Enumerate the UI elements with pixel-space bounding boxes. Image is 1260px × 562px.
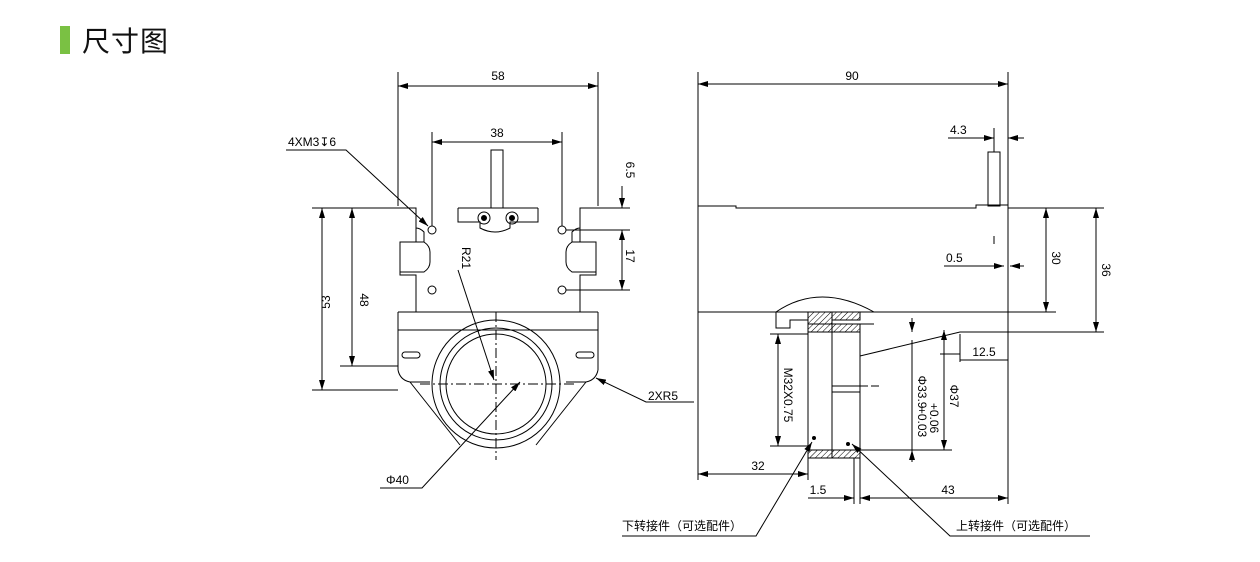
dim-32: 32 [751, 459, 765, 473]
dim-1-5: 1.5 [810, 483, 827, 497]
dim-6-5: 6.5 [623, 162, 637, 179]
dim-2xr5: 2XR5 [648, 389, 678, 403]
page-title: 尺寸图 [82, 25, 170, 58]
dim-tol-upper: +0.06 [927, 403, 941, 434]
dim-38: 38 [490, 126, 504, 140]
dim-48: 48 [357, 293, 371, 307]
front-body-outline [397, 149, 599, 460]
side-body-outline [697, 151, 1009, 459]
dim-30: 30 [1049, 251, 1063, 265]
dim-0-5: 0.5 [946, 251, 963, 265]
front-dimensions [286, 72, 694, 489]
dim-90: 90 [845, 69, 859, 83]
dim-phi37: Φ37 [947, 385, 961, 408]
dim-phi40: Φ40 [386, 473, 409, 487]
side-view [622, 72, 1104, 537]
dim-4-3: 4.3 [950, 123, 967, 137]
front-labels: 58 38 4XM3↧6 53 48 R21 6.5 17 2XR5 Φ40 [288, 69, 678, 487]
dim-36: 36 [1099, 263, 1113, 277]
dim-tol-lower: +0.03 [915, 407, 929, 438]
section-header: 尺寸图 [60, 22, 169, 58]
dim-thread-note: 4XM3↧6 [288, 135, 336, 149]
label-lower-adapter: 下转接件（可选配件） [622, 518, 742, 533]
accent-bar [60, 26, 70, 54]
dim-phi33-9: Φ33.9 [915, 376, 929, 409]
dim-m32: M32X0.75 [781, 368, 795, 423]
front-view [286, 72, 694, 489]
label-upper-adapter: 上转接件（可选配件） [956, 518, 1076, 533]
side-dimensions [622, 72, 1104, 537]
side-labels: 90 4.3 0.5 30 36 12.5 M32X0.75 Φ33.9 +0.… [622, 69, 1113, 533]
dim-43: 43 [941, 483, 955, 497]
dim-12-5: 12.5 [972, 345, 996, 359]
dim-58: 58 [491, 69, 505, 83]
dim-17: 17 [623, 249, 637, 263]
dim-r21: R21 [459, 247, 473, 269]
dim-53: 53 [319, 295, 333, 309]
